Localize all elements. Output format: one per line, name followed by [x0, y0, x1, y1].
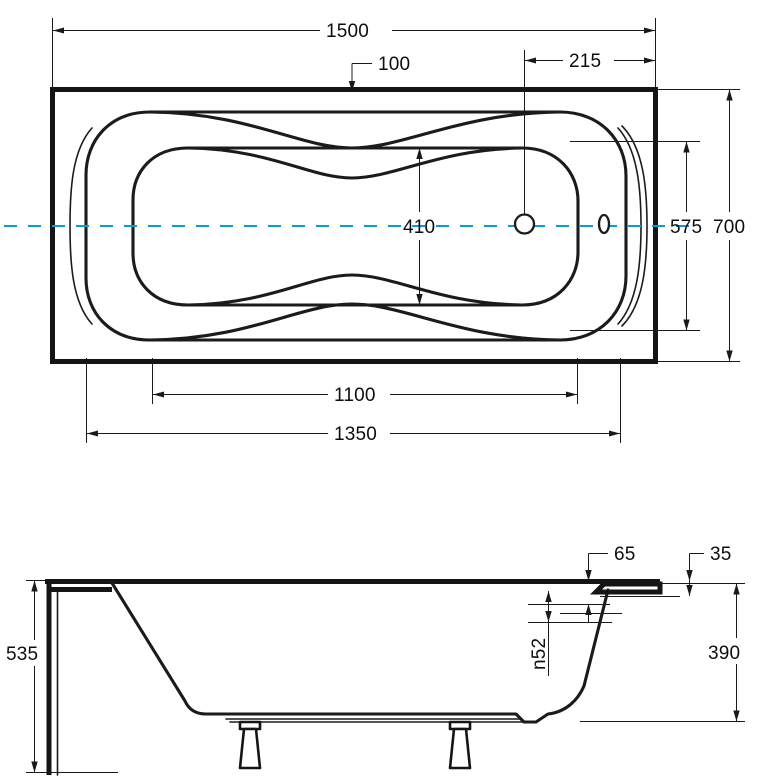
dimension-390: 390	[708, 583, 740, 722]
dimension-1500: 1500	[53, 21, 655, 42]
side-section-view-group: 535 390 65 35	[6, 544, 745, 776]
dim-label-rim-inset: 65	[614, 544, 636, 565]
plan-extension-lines	[52, 18, 740, 443]
dimension-215: 215	[525, 51, 655, 72]
tub-foot-left	[238, 720, 262, 770]
overflow-hole	[597, 213, 611, 235]
tub-waist-top-curve	[148, 110, 562, 150]
dim-label-inner-width: 575	[670, 217, 702, 238]
dim-label-rim-offset-top: 100	[378, 54, 410, 75]
dimension-35: 35	[686, 544, 731, 596]
dimension-410: 410	[403, 148, 435, 305]
plan-view-group: 1500 100 215	[4, 18, 745, 445]
dim-label-overall-width: 700	[713, 217, 745, 238]
tub-left-end-inner-arc	[69, 127, 93, 325]
dim-label-inner-length-outer: 1350	[334, 424, 377, 445]
dimension-1350: 1350	[87, 424, 620, 445]
dimension-1100: 1100	[153, 385, 577, 406]
dimension-100: 100	[348, 54, 410, 92]
dim-label-overall-length: 1500	[326, 21, 369, 42]
dim-label-rim-edge: 35	[710, 544, 732, 565]
dimension-65: 65	[585, 544, 635, 581]
tub-bowl-outer-outline	[84, 110, 628, 342]
dim-label-inner-length-lower: 1100	[334, 385, 376, 406]
dim-label-drain-offset-right: 215	[569, 51, 601, 72]
tub-section-outline	[110, 581, 610, 724]
tub-waist-bottom-curve	[148, 302, 562, 342]
dim-label-total-height: 535	[6, 644, 38, 665]
tub-inner-waist-bottom-curve	[186, 273, 524, 307]
tub-left-apron	[45, 579, 660, 776]
dimension-700: 700	[713, 89, 745, 362]
tub-inner-waist-top-curve	[186, 146, 524, 180]
drain-hole	[513, 213, 536, 235]
tub-right-end-outer-arc	[621, 125, 648, 327]
dimension-535: 535	[6, 580, 38, 773]
dim-label-inner-depth: 390	[708, 643, 740, 664]
dim-label-overflow-hole: n52	[529, 638, 550, 670]
tub-right-rim-flange	[589, 581, 663, 595]
dimension-575: 575	[670, 141, 702, 331]
tub-foot-right	[448, 720, 472, 770]
dim-label-seat-width: 410	[403, 217, 435, 238]
dimension-n52: n52	[529, 591, 592, 676]
